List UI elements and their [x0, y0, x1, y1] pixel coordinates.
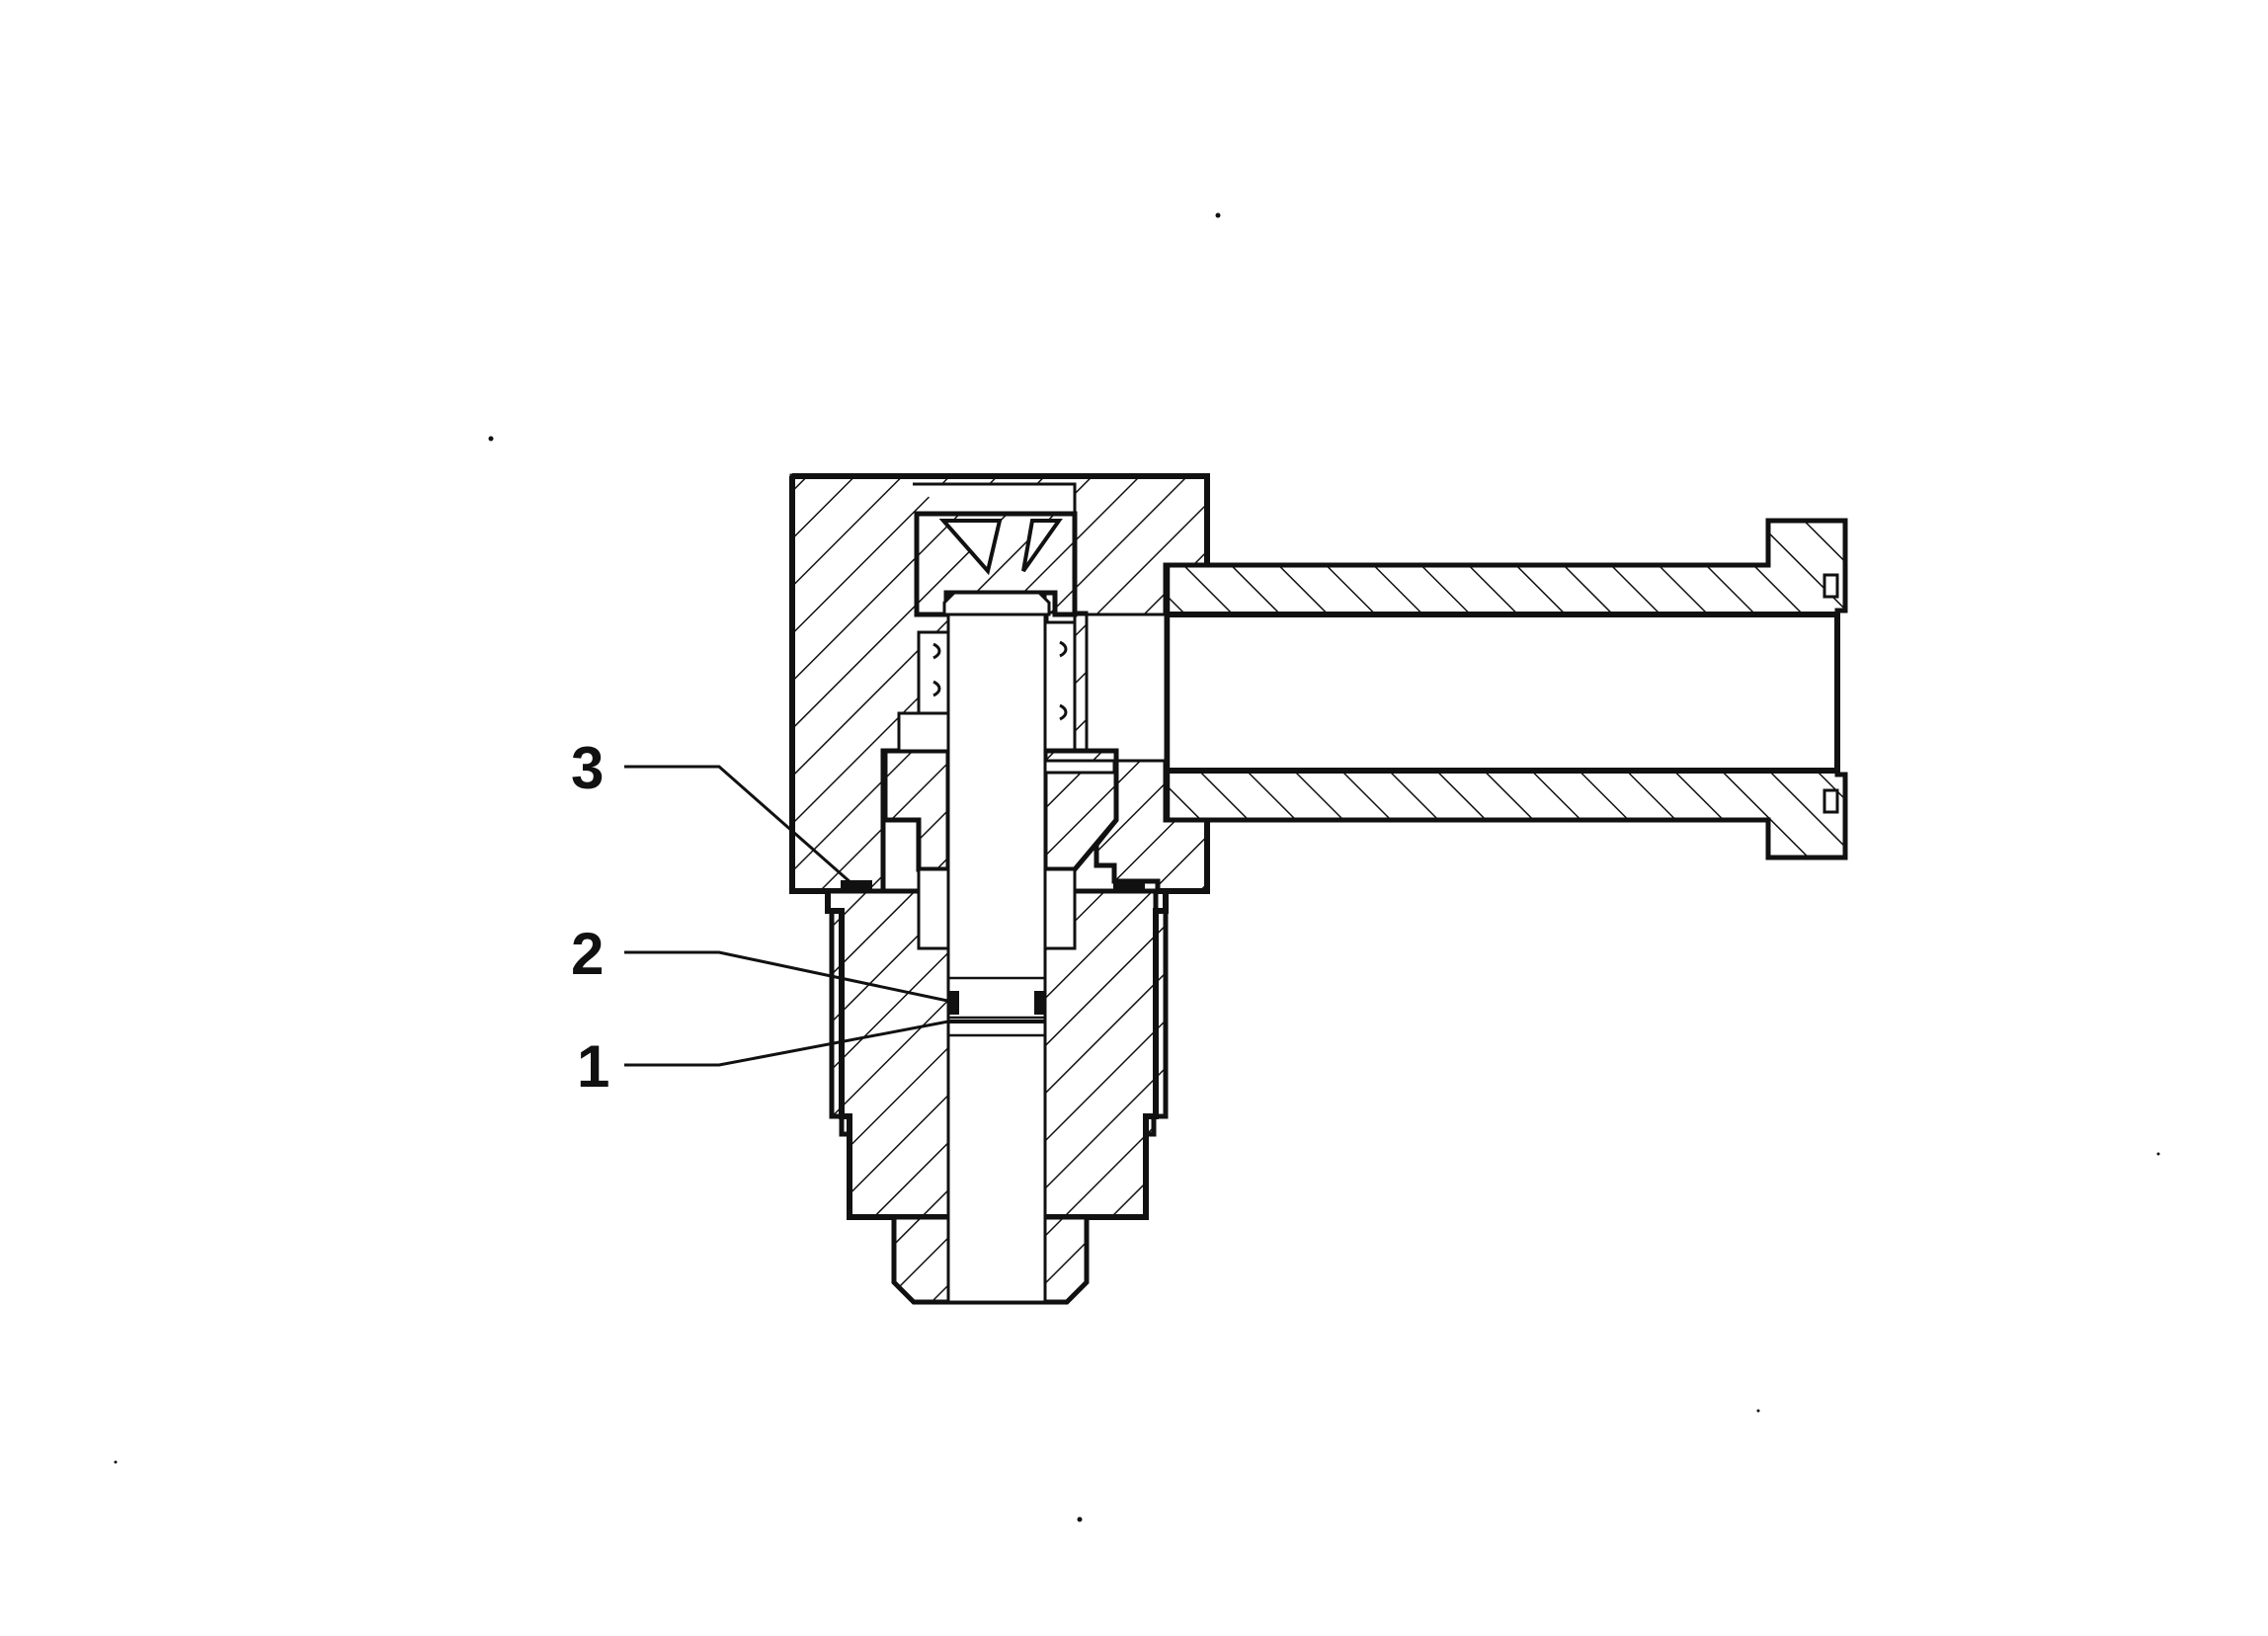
upper-guide-plate: [897, 711, 1116, 775]
scan-specks: [114, 212, 2160, 1522]
callout-leaders: [624, 765, 953, 1067]
callout-label-2: 2: [571, 921, 604, 987]
top-seal-ring: [841, 880, 1145, 892]
valve-stem: [942, 591, 1051, 1304]
callout-label-1: 1: [577, 1033, 609, 1100]
stem-seal-upper: [947, 991, 1046, 1015]
callout-label-3: 3: [571, 735, 604, 801]
outlet-tube: [1163, 518, 1848, 860]
